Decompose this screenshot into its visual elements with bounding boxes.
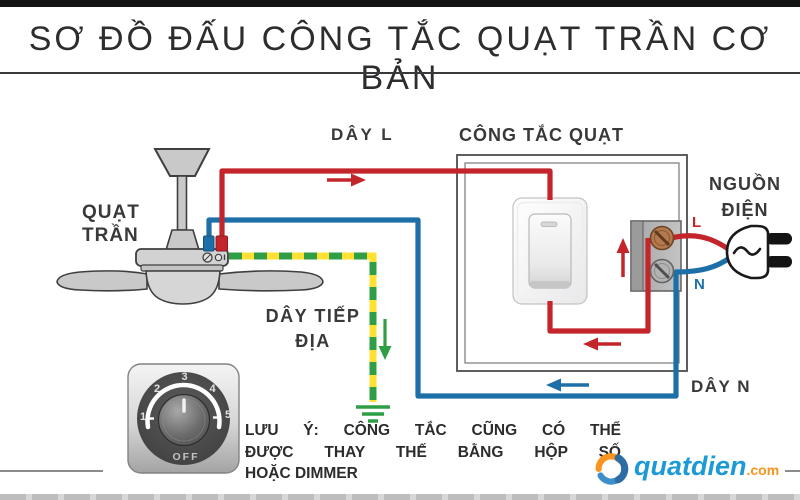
page-title: SƠ ĐỒ ĐẤU CÔNG TẮC QUẠT TRẦN CƠ BẢN xyxy=(28,20,772,97)
dimmer-position-4: 4 xyxy=(209,383,216,395)
ground-wire-label: DÂY TIẾP ĐỊA xyxy=(265,306,361,351)
fan-motor-housing xyxy=(135,248,229,267)
ground-flow-arrow-down xyxy=(378,319,392,360)
live-flow-arrow-right xyxy=(327,173,366,187)
rocker-indicator-slot xyxy=(540,221,558,227)
footer-rule-right xyxy=(785,470,800,472)
bottom-border-bar xyxy=(0,494,800,500)
fan-blade-left xyxy=(56,270,148,292)
power-plug-icon xyxy=(725,224,792,280)
terminal-screw-live xyxy=(649,225,675,251)
title-divider xyxy=(0,72,800,74)
site-logo[interactable]: quatdien.com xyxy=(592,444,779,488)
dimmer-level-arc xyxy=(145,382,222,430)
note-text: LƯU Ý: CÔNG TẮC CŨNG CÓ THỂ ĐƯỢC THAY TH… xyxy=(245,422,621,482)
neutral-flow-arrow-left xyxy=(546,378,589,392)
fan-canopy xyxy=(153,148,211,177)
fan-live-terminal xyxy=(215,235,228,252)
fan-downrod-flare xyxy=(164,229,201,251)
top-border-bar xyxy=(0,0,800,7)
dimmer-dial[interactable] xyxy=(157,393,211,447)
terminal-neutral-label: N xyxy=(694,276,705,293)
rocker-switch[interactable] xyxy=(512,197,588,305)
live-flow-arrow-left xyxy=(583,337,621,351)
fan-label: QUẠT TRẦN xyxy=(82,202,140,246)
fan-neutral-terminal xyxy=(203,235,215,252)
live-wire-label: DÂY L xyxy=(331,125,395,144)
dimmer-off-label: OFF xyxy=(172,451,200,463)
neutral-wire-label: DÂY N xyxy=(691,377,752,396)
switch-label: CÔNG TẮC QUẠT xyxy=(459,125,624,145)
dimmer-position-5: 5 xyxy=(224,409,232,421)
fan-swirl-icon xyxy=(595,453,629,485)
fan-downrod xyxy=(176,175,188,231)
fan-light-dome xyxy=(145,270,221,305)
earth-ground-icon xyxy=(356,405,390,423)
live-flow-arrow-up xyxy=(616,238,630,277)
power-source-label: NGUỒN ĐIỆN xyxy=(709,174,781,220)
ceiling-fan-illustration xyxy=(56,148,324,305)
footer-rule-left xyxy=(0,470,103,472)
dimmer-position-1: 1 xyxy=(139,411,147,423)
fan-motor-band xyxy=(140,264,224,272)
neutral-wire xyxy=(206,217,733,399)
terminal-screw-neutral xyxy=(649,258,675,284)
dimmer-position-3: 3 xyxy=(181,371,188,383)
fan-brand-emblem-icon xyxy=(202,252,226,263)
ground-wire xyxy=(229,252,377,402)
dimmer-knob[interactable] xyxy=(127,363,240,474)
logo-tld: .com xyxy=(746,461,780,478)
logo-wordmark: quatdien.com xyxy=(634,450,780,481)
fan-blade-right xyxy=(218,270,324,292)
terminal-live-label: L xyxy=(692,214,702,231)
dimmer-position-2: 2 xyxy=(153,383,161,395)
